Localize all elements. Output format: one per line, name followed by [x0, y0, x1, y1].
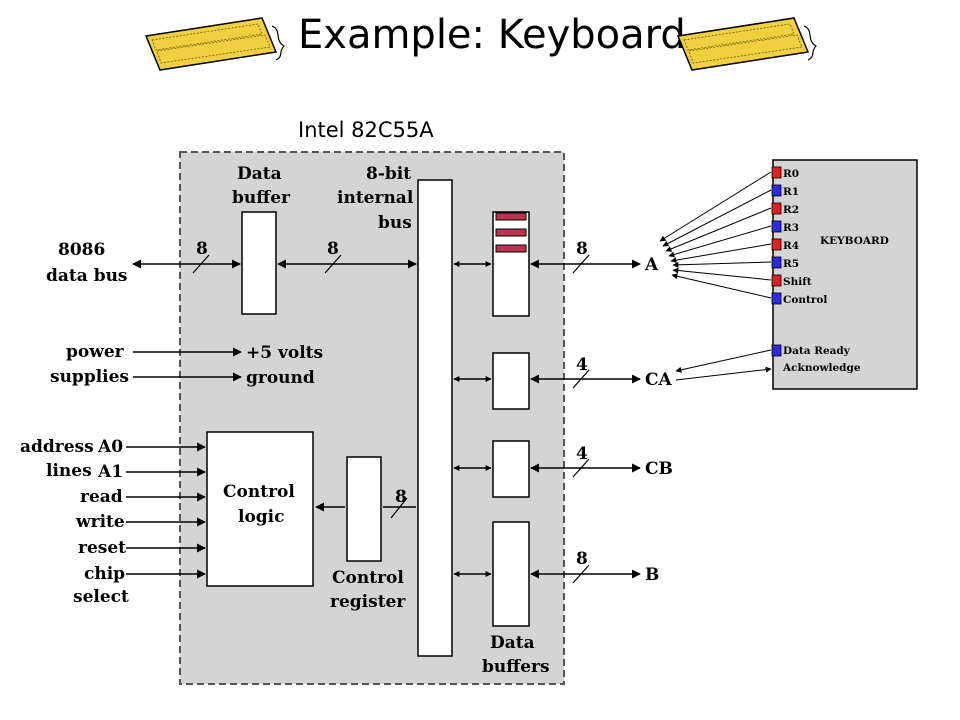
handshake-lines	[675, 349, 772, 381]
keyboard-icon-right	[676, 17, 817, 71]
pin-r5-label: R5	[783, 258, 799, 270]
data-buffer-label-2: buffer	[232, 188, 291, 208]
port-ca-buffer	[492, 352, 530, 410]
data-buffers-label-1: Data	[490, 633, 535, 653]
control-logic-label-2: logic	[238, 507, 285, 527]
pin-r4	[771, 238, 782, 251]
port-b-buffer	[492, 521, 530, 627]
pin-r5	[771, 256, 782, 269]
pin-r2	[771, 202, 782, 215]
control-register-label-2: register	[330, 592, 406, 612]
ground-label: ground	[246, 368, 315, 388]
pin-r0-label: R0	[783, 168, 799, 180]
power-label-2: supplies	[50, 367, 129, 387]
write-label: write	[75, 512, 125, 532]
keyboard-box	[772, 159, 918, 390]
power-label-1: power	[66, 342, 125, 362]
control-logic-block	[206, 431, 314, 587]
pin-r1-label: R1	[783, 186, 799, 198]
pin-r4-label: R4	[783, 240, 799, 252]
data-bus-width-left: 8	[196, 239, 208, 259]
pin-r3	[771, 220, 782, 233]
port-cb-buffer	[492, 440, 530, 498]
chip-label: Intel 82C55A	[298, 118, 434, 142]
chip-label-text: chip	[84, 564, 125, 584]
plus5-volts-label: +5 volts	[246, 343, 323, 363]
pin-data-ready	[771, 344, 782, 357]
data-buffer-block	[241, 211, 277, 315]
pin-r2-label: R2	[783, 204, 799, 216]
a0-label: A0	[97, 437, 123, 457]
pin-shift-label: Shift	[783, 276, 812, 288]
a1-label: A1	[97, 462, 123, 482]
pin-r3-label: R3	[783, 222, 799, 234]
port-b-width: 8	[576, 549, 588, 569]
keyboard-label: KEYBOARD	[820, 235, 889, 247]
control-register-label-1: Control	[332, 568, 404, 588]
address-label: address	[20, 437, 94, 457]
port-a-buffer	[492, 211, 530, 317]
pin-control	[771, 292, 782, 305]
internal-bus-block	[417, 179, 453, 657]
data-bus-width-right: 8	[327, 239, 339, 259]
pin-r1	[771, 184, 782, 197]
internal-bus-label-2: internal	[337, 188, 414, 208]
port-cb-label: CB	[645, 459, 673, 479]
port-a-latch-icon	[495, 212, 527, 253]
read-label: read	[80, 487, 123, 507]
control-register-width: 8	[395, 487, 407, 507]
port-b-label: B	[645, 565, 659, 585]
acknowledge-label: Acknowledge	[782, 362, 861, 374]
data-bus-label-1: 8086	[58, 240, 105, 260]
pin-shift	[771, 274, 782, 287]
internal-bus-label-3: bus	[378, 213, 412, 233]
port-a-width: 8	[576, 239, 588, 259]
keyboard-icon-left	[144, 17, 285, 71]
data-buffers-label-2: buffers	[482, 657, 550, 677]
port-ca-width: 4	[576, 355, 588, 375]
slide-title: Example: Keyboard	[298, 12, 686, 58]
lines-label: lines	[46, 461, 92, 481]
data-buffer-label-1: Data	[237, 164, 282, 184]
reset-label: reset	[78, 538, 126, 558]
control-logic-label-1: Control	[223, 482, 295, 502]
data-ready-label: Data Ready	[783, 345, 851, 357]
keyboard-fan-lines	[659, 171, 772, 299]
select-label: select	[73, 587, 129, 607]
control-register-block	[346, 456, 382, 562]
pin-r0	[771, 166, 782, 179]
internal-bus-label-1: 8-bit	[366, 164, 411, 184]
port-ca-label: CA	[645, 370, 673, 390]
data-bus-label-2: data bus	[46, 266, 128, 286]
port-cb-width: 4	[576, 444, 588, 464]
pin-control-label: Control	[783, 294, 827, 306]
port-a-label: A	[644, 255, 659, 275]
